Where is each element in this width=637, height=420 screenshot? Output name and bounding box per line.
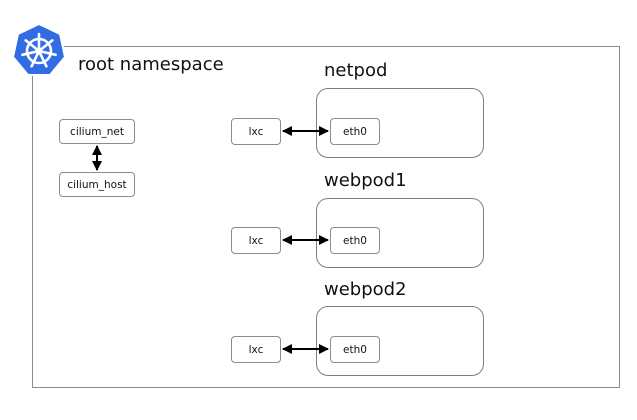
root-namespace-frame bbox=[32, 46, 620, 388]
namespace-title: root namespace bbox=[78, 54, 224, 75]
lxc-webpod1: lxc bbox=[231, 227, 281, 254]
lxc-webpod2: lxc bbox=[231, 336, 281, 363]
lxc-netpod: lxc bbox=[231, 118, 281, 145]
eth0-netpod: eth0 bbox=[330, 118, 380, 145]
pod-title-netpod: netpod bbox=[324, 60, 388, 81]
eth0-webpod1: eth0 bbox=[330, 227, 380, 254]
eth0-webpod2: eth0 bbox=[330, 336, 380, 363]
cilium-net-interface: cilium_net bbox=[59, 119, 135, 144]
pod-title-webpod2: webpod2 bbox=[324, 279, 407, 300]
pod-title-webpod1: webpod1 bbox=[324, 170, 407, 191]
kubernetes-logo-icon bbox=[10, 22, 68, 78]
cilium-host-interface: cilium_host bbox=[59, 172, 135, 197]
